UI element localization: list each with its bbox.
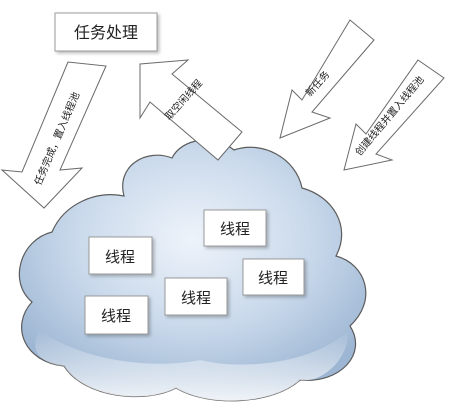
task-processing-label: 任务处理 [74, 23, 138, 42]
arrow-task-done: 任务完成，置入线程池 [0, 61, 107, 209]
thread-pool-cloud [18, 139, 367, 402]
thread-label: 线程 [181, 289, 211, 307]
thread-box: 线程 [164, 277, 228, 316]
arrow-new-task: 新任务 [279, 19, 375, 139]
arrow-get-idle-thread: 取空闲线程 [139, 59, 243, 161]
thread-box: 线程 [242, 258, 305, 296]
arrow-create-thread-label: 创建线程并置入线程池 [352, 73, 426, 158]
thread-label: 线程 [220, 220, 250, 238]
task-processing-box: 任务处理 [54, 12, 158, 52]
thread-label: 线程 [105, 248, 135, 266]
thread-box: 线程 [88, 236, 153, 275]
thread-box: 线程 [203, 209, 267, 247]
thread-label: 线程 [258, 269, 288, 287]
thread-box: 线程 [84, 295, 149, 335]
thread-label: 线程 [101, 307, 131, 325]
arrow-create-thread: 创建线程并置入线程池 [343, 59, 445, 171]
